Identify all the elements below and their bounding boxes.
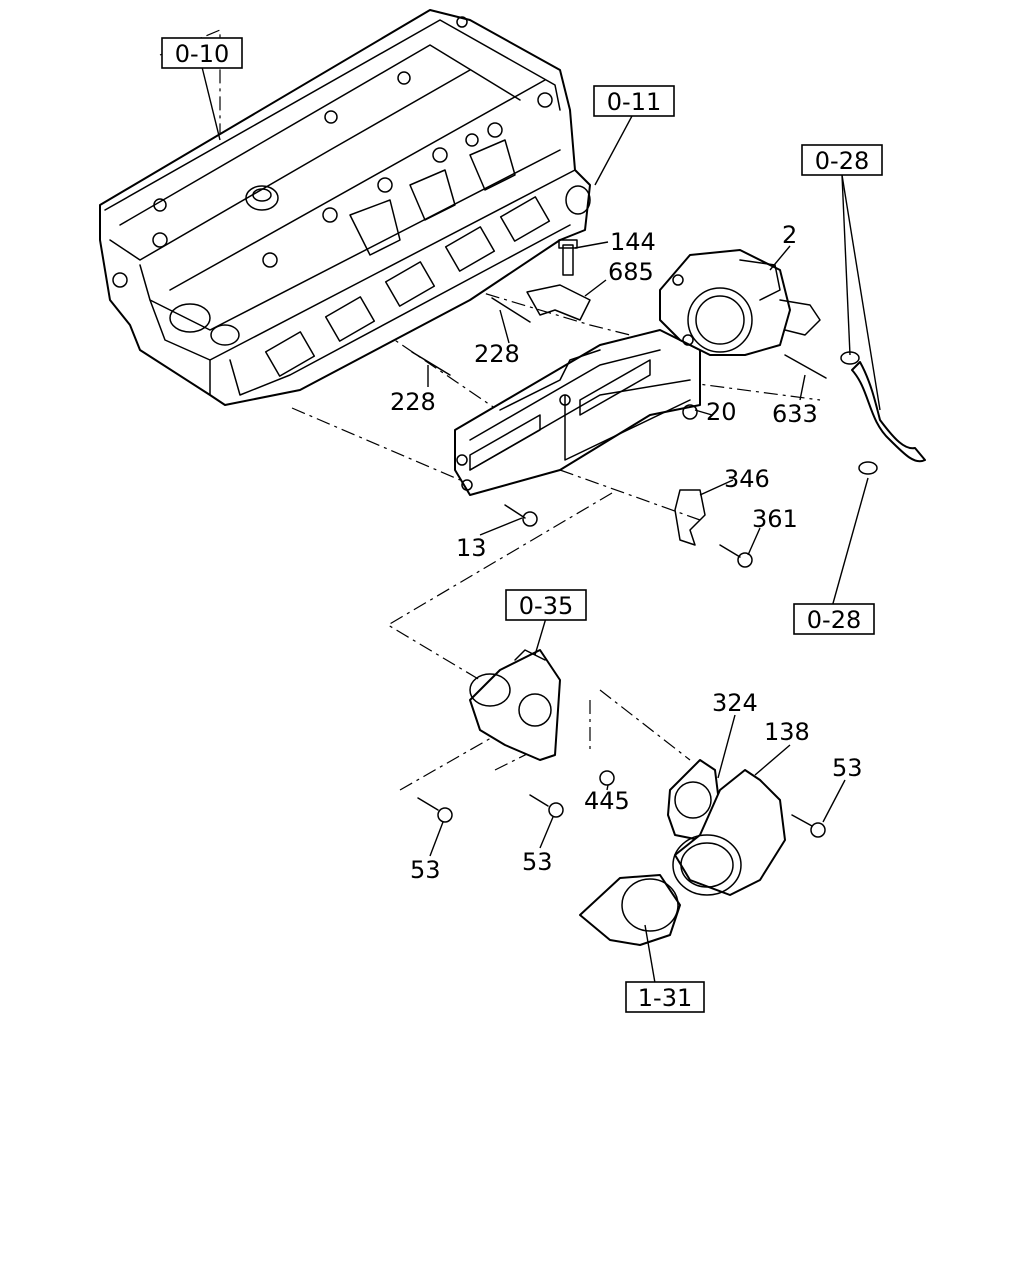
part-number-228-upper: 228	[474, 340, 520, 368]
leader-lines	[201, 66, 881, 984]
part-number-2: 2	[782, 221, 797, 249]
intake-manifold	[454, 329, 701, 496]
throttle-body	[659, 249, 821, 356]
fasteners	[411, 239, 827, 838]
ref-label-0-11: 0-11	[607, 88, 661, 116]
ref-label-0-10: 0-10	[175, 40, 229, 68]
coolant-hose	[840, 351, 926, 475]
egr-pipe-parts	[579, 759, 786, 946]
part-number-144: 144	[610, 228, 656, 256]
ref-label-0-28-upper: 0-28	[815, 147, 869, 175]
cylinder-head	[99, 9, 591, 406]
egr-valve	[469, 649, 561, 761]
ref-label-0-35: 0-35	[519, 592, 573, 620]
ref-box-0-28-lower: 0-28	[793, 603, 875, 635]
ref-label-1-31: 1-31	[638, 984, 692, 1012]
part-number-20: 20	[706, 398, 737, 426]
part-number-53-left: 53	[410, 856, 441, 884]
part-number-228-lower: 228	[390, 388, 436, 416]
part-number-53-center: 53	[522, 848, 553, 876]
ref-box-0-28-upper: 0-28	[801, 144, 883, 176]
ref-label-0-28-lower: 0-28	[807, 606, 861, 634]
part-number-361: 361	[752, 505, 798, 533]
part-number-633: 633	[772, 400, 818, 428]
part-number-138: 138	[764, 718, 810, 746]
ref-box-0-10: 0-10	[161, 37, 243, 69]
part-number-324: 324	[712, 689, 758, 717]
reference-boxes: 0-10 0-11 0-28 0-28 0-35 1-31	[161, 37, 883, 1013]
ref-box-1-31: 1-31	[625, 981, 705, 1013]
ref-box-0-35: 0-35	[505, 589, 587, 621]
ref-box-0-11: 0-11	[593, 85, 675, 117]
part-number-685: 685	[608, 258, 654, 286]
part-number-13: 13	[456, 534, 487, 562]
part-number-346: 346	[724, 465, 770, 493]
part-number-53-right: 53	[832, 754, 863, 782]
part-number-445: 445	[584, 787, 630, 815]
part-numbers: 144 685 2 228 228 20 633 346 361 13 324 …	[390, 221, 863, 884]
